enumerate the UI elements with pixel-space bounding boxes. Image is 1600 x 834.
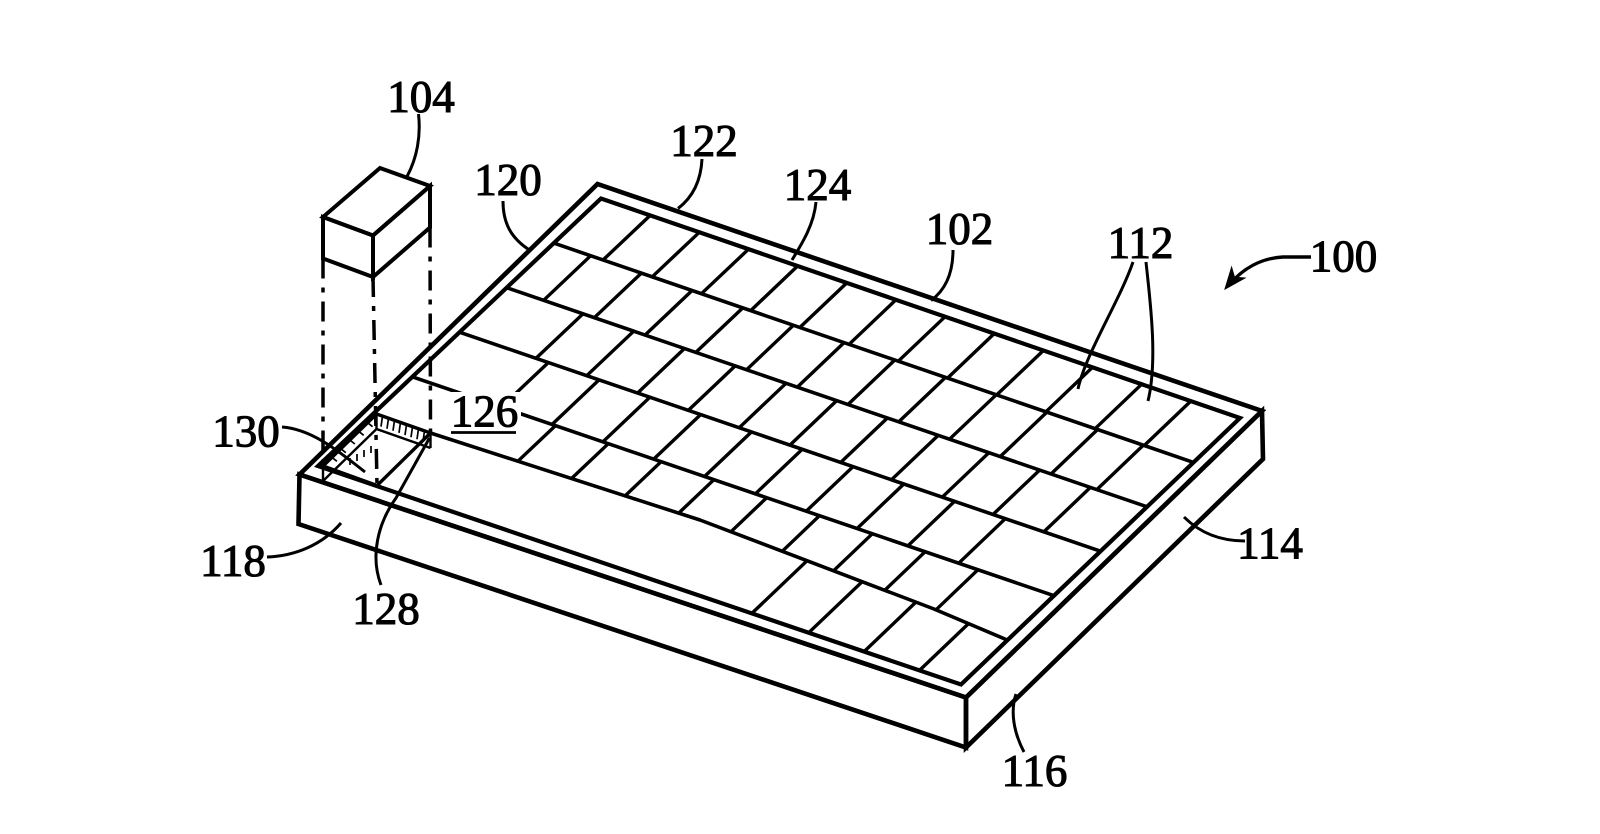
- svg-text:126: 126: [451, 387, 519, 437]
- svg-text:100: 100: [1310, 232, 1378, 282]
- svg-text:116: 116: [1002, 746, 1068, 796]
- svg-text:124: 124: [784, 160, 852, 210]
- svg-text:130: 130: [212, 407, 280, 457]
- svg-text:118: 118: [200, 536, 266, 586]
- svg-text:128: 128: [352, 584, 420, 634]
- svg-text:102: 102: [926, 204, 994, 254]
- svg-text:120: 120: [474, 155, 542, 205]
- svg-text:112: 112: [1108, 218, 1174, 268]
- svg-text:104: 104: [387, 72, 455, 122]
- svg-text:114: 114: [1237, 519, 1303, 569]
- svg-text:122: 122: [670, 116, 738, 166]
